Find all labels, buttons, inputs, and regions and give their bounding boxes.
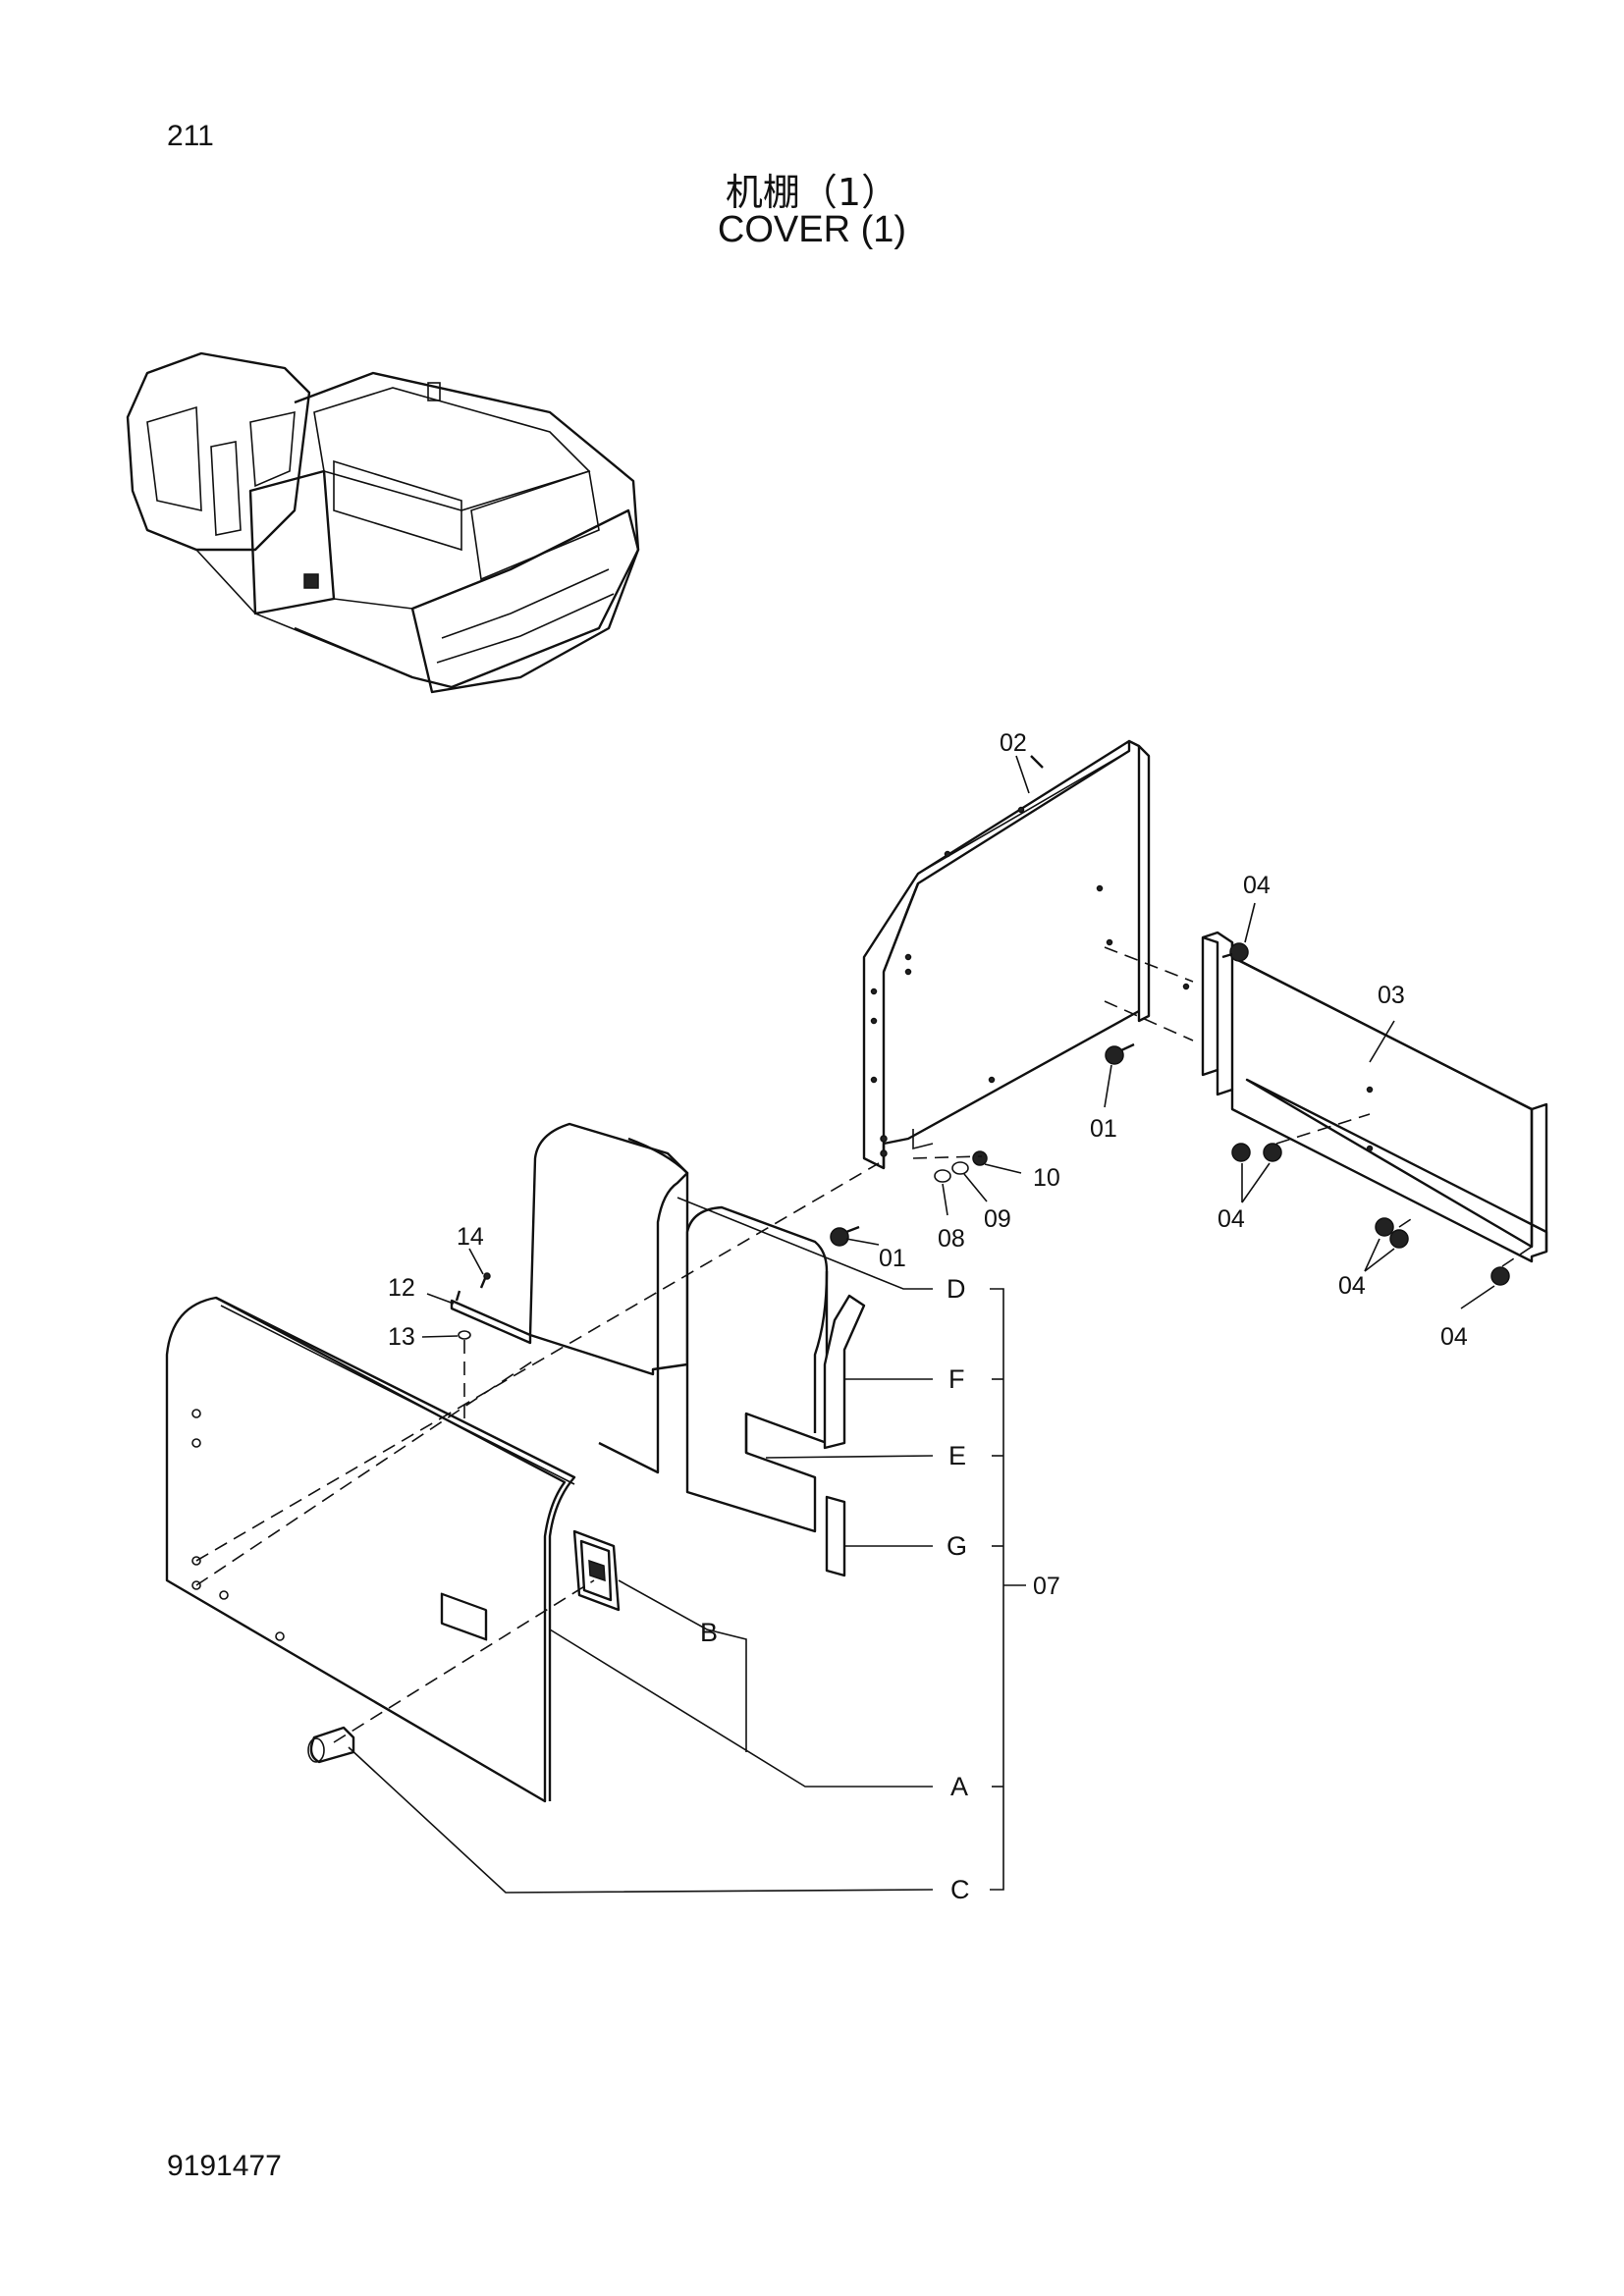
plate-part-03 [1182,931,1548,1263]
washer-part-08 [934,1169,951,1183]
title-chinese: 机棚（1） [725,171,899,214]
callout-04-far-right: 04 [1440,1323,1468,1351]
frame-part-02 [862,739,1151,1170]
document-number: 9191477 [167,2150,282,2182]
panel-part-D [528,1122,689,1474]
page-number: 211 [167,120,214,152]
washer-part-13 [458,1330,471,1340]
nut-part-10 [972,1150,988,1166]
panel-part-F [823,1294,866,1450]
callout-14: 14 [457,1223,484,1251]
callout-10: 10 [1033,1164,1060,1192]
bolt-part-01 [830,1042,1135,1247]
callout-04-middle: 04 [1218,1205,1245,1233]
bolt-part-04 [1221,942,1510,1286]
callout-03: 03 [1378,982,1405,1009]
callout-09: 09 [984,1205,1011,1233]
callout-07: 07 [1033,1573,1060,1600]
panel-part-G [825,1495,846,1577]
callout-01-right: 01 [1090,1115,1117,1143]
callout-04-top: 04 [1243,872,1271,899]
callout-13: 13 [388,1323,415,1351]
callout-A: A [950,1772,968,1801]
bracket-part-12 [450,1290,532,1345]
callout-02: 02 [1000,729,1027,757]
title-english: COVER (1) [717,209,907,250]
pin-part-14 [479,1272,491,1289]
handle-part-C [307,1726,355,1764]
callout-G: G [947,1531,967,1561]
callout-E: E [948,1441,966,1470]
callout-D: D [947,1274,966,1304]
callout-08: 08 [938,1225,965,1253]
assembly-lines [195,946,1533,1743]
leader-lines [348,755,1495,1894]
excavator-overview-illustration [126,351,640,694]
door-part-A [165,1296,576,1803]
callout-12: 12 [388,1274,415,1302]
callout-01-left: 01 [879,1245,906,1272]
callout-F: F [948,1364,965,1394]
callout-04-right: 04 [1338,1272,1366,1300]
lock-part-B [572,1529,621,1612]
callout-C: C [950,1875,970,1904]
washer-part-09 [951,1161,969,1175]
callout-B: B [700,1618,718,1647]
panel-part-E [685,1205,829,1533]
